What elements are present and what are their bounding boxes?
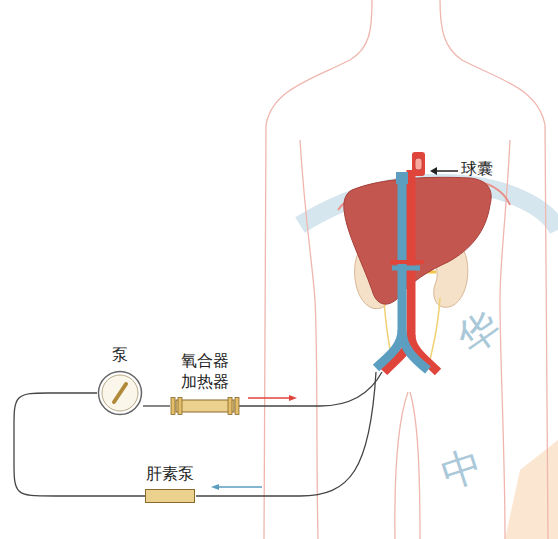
node-shape xyxy=(145,489,195,503)
node-label: 氧合器 加热器 xyxy=(179,350,232,392)
heparin-pump: 肝素泵 xyxy=(145,463,195,503)
callout-label: 球囊 xyxy=(461,159,493,178)
node-shape xyxy=(170,397,240,415)
flow-arrow xyxy=(289,395,297,401)
tube xyxy=(143,405,170,406)
watermark: 中 xyxy=(436,440,489,498)
balloon xyxy=(412,152,425,176)
arterial-tube xyxy=(239,372,382,406)
vessels xyxy=(376,170,438,372)
flow-arrow xyxy=(211,484,219,490)
node-shape xyxy=(97,370,143,416)
leader-arrowhead xyxy=(430,167,437,175)
watermark: 华 xyxy=(448,301,508,363)
liver xyxy=(344,177,491,304)
node-label: 泵 xyxy=(112,344,128,365)
node-label: 肝素泵 xyxy=(146,463,194,484)
body-outline xyxy=(264,0,548,539)
flow-arrow xyxy=(216,486,262,487)
oxygenator-heater: 氧合器 加热器 xyxy=(170,350,240,415)
watermark-patch xyxy=(505,440,558,539)
flow-arrow xyxy=(248,397,292,398)
pump-symbol: 泵 xyxy=(97,344,143,416)
